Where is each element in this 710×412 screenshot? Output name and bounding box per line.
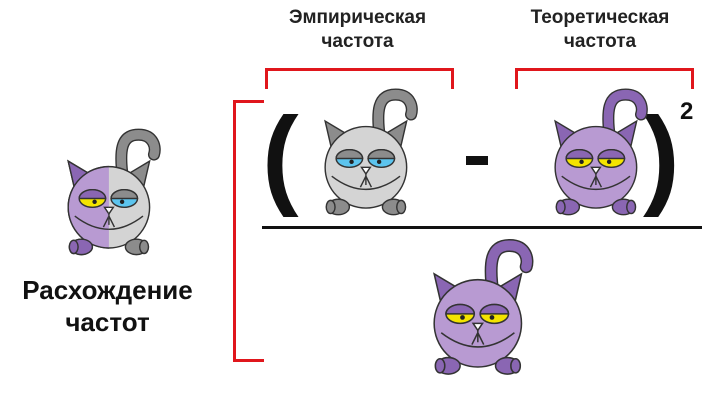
close-parenthesis: ): [643, 95, 680, 218]
minus-sign: [466, 156, 488, 165]
divergence-label: Расхождение частот: [22, 275, 193, 337]
purple-cat-denominator-icon: [433, 238, 534, 375]
exponent: 2: [680, 98, 694, 125]
fraction-line: [262, 226, 702, 229]
open-parenthesis: (: [262, 95, 299, 218]
theoretical-frequency-label: Теоретическая частота: [530, 7, 670, 52]
empirical-frequency-label: Эмпирическая частота: [288, 7, 427, 52]
split-cat-icon: [67, 128, 161, 256]
grey-cat-icon: [324, 88, 418, 216]
purple-cat-icon: [554, 88, 648, 216]
formula-bracket: [233, 100, 264, 362]
empirical-bracket: [265, 68, 454, 89]
theoretical-bracket: [515, 68, 694, 89]
